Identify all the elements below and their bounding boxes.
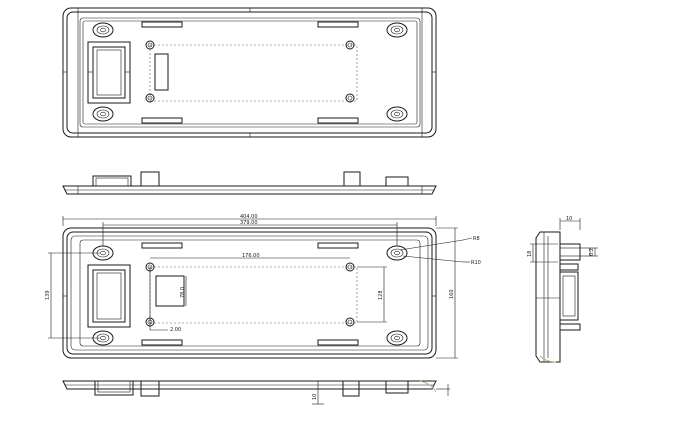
dimension-bottom-thickness: 10 — [312, 381, 324, 405]
screw-hole — [345, 262, 355, 272]
dimension-leader — [436, 384, 450, 396]
screw-hole — [145, 40, 155, 50]
highlight-stroke — [539, 355, 557, 363]
dimension-text: 139 — [45, 290, 51, 300]
mounting-boss — [386, 22, 408, 38]
connector-housing — [87, 41, 131, 104]
dimension-text: 10 — [566, 216, 572, 222]
screw-hole — [345, 93, 355, 103]
dimension-side-offset: 0.2 — [589, 247, 598, 257]
pcb-outline — [149, 44, 358, 102]
end-view: 10 18 0.2 — [527, 216, 598, 363]
dimension-text: R10 — [471, 260, 481, 266]
dimension-side-depth: 18 — [527, 243, 558, 263]
dimension-text: 78.0 — [180, 287, 186, 298]
side-view-upper — [62, 171, 437, 195]
dimension-overall-length: 404.00 — [62, 214, 437, 226]
dimension-side-width: 10 — [559, 216, 581, 230]
dimension-text: 18 — [527, 251, 533, 257]
rib-slot — [317, 117, 359, 124]
rib-slot — [317, 21, 359, 28]
dimension-hole-pitch-x: 176.00 — [150, 253, 350, 259]
dimension-text: 160 — [449, 289, 455, 299]
dimension-text: 0.2 — [589, 248, 595, 256]
dimension-hole-pitch-y: 128 — [357, 266, 387, 323]
dimension-text: 2.00 — [170, 327, 181, 333]
dimension-inner-height: 78.0 — [180, 276, 187, 306]
mounting-boss — [386, 330, 408, 346]
dimension-inner-length: 379.00 — [102, 220, 398, 246]
dimension-text: R8 — [473, 236, 480, 242]
dimension-text: 10 — [312, 394, 318, 400]
screw-hole — [145, 93, 155, 103]
mounting-boss — [92, 106, 114, 122]
highlight-stroke — [419, 380, 437, 393]
screw-hole — [345, 40, 355, 50]
dimension-height-left: 139 — [45, 252, 100, 339]
rib-slot — [317, 339, 359, 346]
screw-hole — [145, 262, 155, 272]
dimension-text: 128 — [378, 290, 384, 300]
rib-slot — [141, 117, 183, 124]
mounting-boss — [386, 245, 408, 261]
rib-slot — [317, 242, 359, 249]
dimension-radius-large: R10 — [402, 255, 481, 266]
side-view-lower: 10 — [62, 380, 450, 405]
dimension-text: 404.00 — [240, 214, 258, 220]
screw-hole — [345, 317, 355, 327]
front-view: 404.00 379.00 176.00 139 78.0 — [45, 214, 481, 359]
rib-slot — [141, 339, 183, 346]
component-window — [155, 275, 185, 307]
dimension-radius-small: R8 — [399, 236, 480, 251]
mounting-boss — [92, 22, 114, 38]
mounting-boss — [386, 106, 408, 122]
dimension-text: 176.00 — [242, 253, 260, 259]
connector-housing — [87, 264, 131, 328]
rib-slot — [141, 21, 183, 28]
dimension-text: 379.00 — [240, 220, 258, 226]
top-view — [62, 7, 437, 138]
dimension-overall-height: 160 — [436, 227, 458, 359]
rib-slot — [141, 242, 183, 249]
dimension-small-radius: 2.00 — [149, 322, 181, 333]
component-window — [154, 53, 169, 91]
